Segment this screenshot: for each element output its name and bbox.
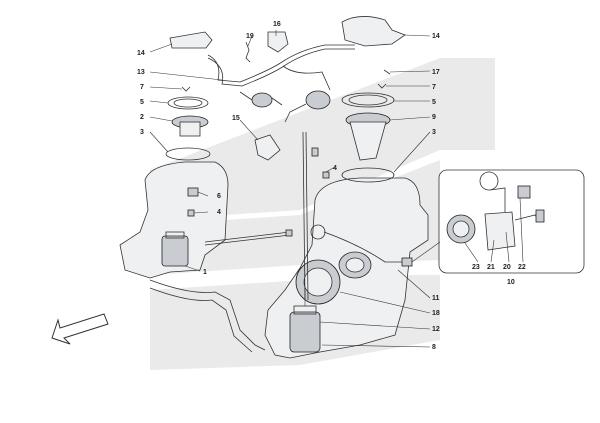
callout-14-right: 14	[432, 33, 440, 40]
clip-7-left	[181, 86, 191, 92]
callout-7-left: 7	[140, 84, 144, 91]
callout-6: 6	[217, 193, 221, 200]
callout-21: 21	[487, 264, 495, 271]
inset-detail-10	[411, 169, 585, 274]
clip-7-right	[377, 83, 387, 89]
callout-5-right: 5	[432, 99, 436, 106]
bracket-16	[267, 31, 289, 53]
fuel-tank-left	[119, 161, 266, 353]
callout-22: 22	[518, 264, 526, 271]
wiring-harness	[204, 131, 319, 301]
cover-left	[169, 31, 213, 49]
valve-left	[239, 91, 283, 108]
callout-4-left: 4	[217, 209, 221, 216]
fuel-pump-left	[161, 231, 189, 267]
callout-3-right: 3	[432, 129, 436, 136]
seal-ring-right	[341, 92, 395, 108]
leader-lines	[149, 30, 524, 348]
callout-5-left: 5	[140, 99, 144, 106]
gasket-right	[341, 167, 395, 183]
callout-4-right: 4	[333, 165, 337, 172]
clip-17	[383, 69, 391, 75]
callout-18: 18	[432, 310, 440, 317]
clip-19	[245, 41, 251, 63]
callout-11: 11	[432, 295, 440, 302]
callout-3-left: 3	[140, 129, 144, 136]
callout-12: 12	[432, 326, 440, 333]
fuel-pump-right	[289, 290, 321, 353]
cover-right	[341, 16, 406, 47]
callout-10: 10	[507, 279, 515, 286]
callout-23: 23	[472, 264, 480, 271]
callout-9: 9	[432, 114, 436, 121]
callout-13: 13	[137, 69, 145, 76]
bracket-15	[254, 134, 281, 161]
callout-16: 16	[273, 21, 281, 28]
callout-17: 17	[432, 69, 440, 76]
clip-4-right	[322, 171, 330, 179]
gasket-left	[165, 147, 211, 161]
callout-20: 20	[503, 264, 511, 271]
callout-15: 15	[232, 115, 240, 122]
callout-7-right: 7	[432, 84, 436, 91]
direction-arrow-icon	[51, 313, 109, 345]
clip-4-left	[187, 209, 195, 217]
callout-8: 8	[432, 344, 436, 351]
seal-ring-left	[167, 96, 209, 110]
connector-6	[187, 187, 199, 197]
sender-unit-left	[171, 115, 209, 137]
callout-2: 2	[140, 114, 144, 121]
callout-19: 19	[246, 33, 254, 40]
fuel-lines	[207, 44, 355, 91]
valve-right	[284, 90, 331, 123]
callout-14-left: 14	[137, 50, 145, 57]
callout-labels: 14 19 16 14 13 17 7 7 5 5 2 9 15 3 3 6 4…	[137, 21, 526, 351]
callout-1: 1	[203, 269, 207, 276]
